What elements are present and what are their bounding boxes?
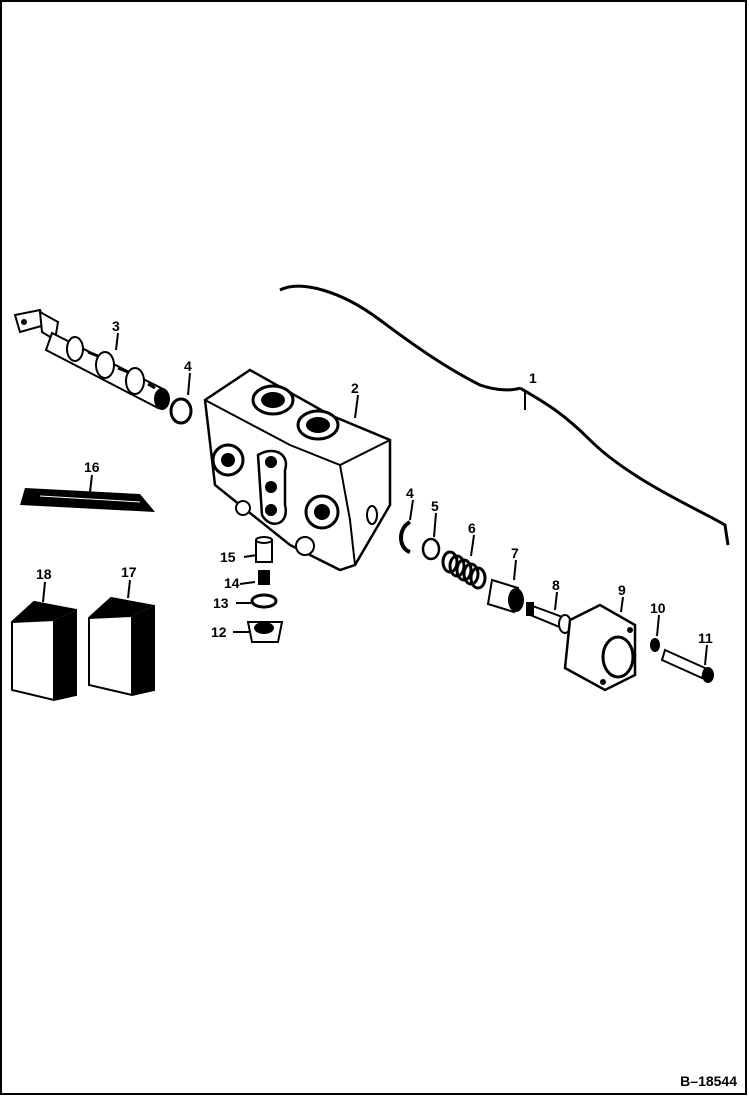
spring [441, 550, 487, 590]
bolt [526, 602, 572, 634]
o-ring-left [169, 397, 193, 425]
decal-pack-17 [88, 596, 155, 697]
callout-15: 15 [220, 549, 236, 565]
callout-14: 14 [224, 575, 240, 591]
screw [660, 648, 714, 683]
decal-strip [20, 488, 155, 512]
callout-5: 5 [431, 498, 439, 514]
callout-3: 3 [112, 318, 120, 334]
plug-stack [246, 536, 284, 643]
o-ring-right [399, 520, 412, 554]
callout-9: 9 [618, 582, 626, 598]
callout-13: 13 [213, 595, 229, 611]
sleeve [486, 578, 524, 614]
figure-id: B–18544 [680, 1073, 737, 1089]
leader-lines [42, 332, 708, 666]
callout-4b: 4 [406, 485, 414, 501]
callout-1: 1 [529, 370, 537, 386]
callout-8: 8 [552, 577, 560, 593]
decal-pack-18 [11, 600, 77, 702]
callout-4a: 4 [184, 358, 192, 374]
callout-2: 2 [351, 380, 359, 396]
spool-part [13, 308, 170, 410]
callout-18: 18 [36, 566, 52, 582]
assembly-bracket [279, 284, 730, 546]
valve-body [203, 368, 392, 572]
callout-7: 7 [511, 545, 519, 561]
end-cap [563, 603, 637, 692]
washer [421, 537, 441, 561]
callout-11: 11 [698, 630, 713, 646]
callout-16: 16 [84, 459, 100, 475]
callout-17: 17 [121, 564, 137, 580]
callout-12: 12 [211, 624, 227, 640]
callout-10: 10 [650, 600, 666, 616]
callout-6: 6 [468, 520, 476, 536]
small-washer [650, 638, 660, 652]
